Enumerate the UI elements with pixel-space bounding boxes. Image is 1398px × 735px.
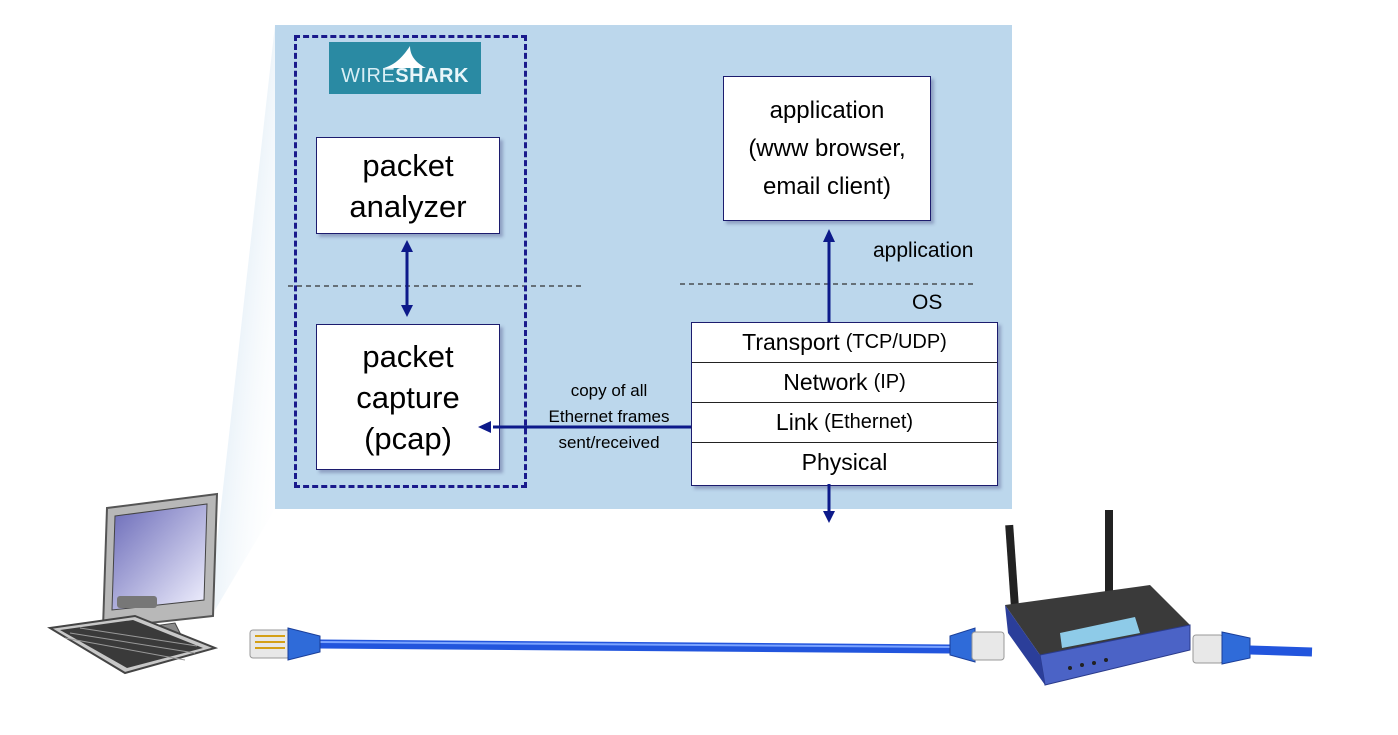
app-line3: email client) <box>762 172 892 200</box>
logo-prefix: WIRE <box>341 65 396 87</box>
rj45-router-out-icon <box>1192 631 1313 665</box>
wireshark-frame <box>294 35 527 488</box>
router-icon <box>1005 510 1191 686</box>
analyzer-line2: analyzer <box>349 188 467 224</box>
layer-network-detail: (IP) <box>873 371 906 393</box>
layer-link: Link(Ethernet) <box>692 403 997 443</box>
analyzer-line1: packet <box>362 147 454 183</box>
layer-physical: Physical <box>692 443 997 482</box>
zoom-wedge <box>215 25 275 610</box>
layer-network-name: Network <box>783 369 868 395</box>
rj45-left-icon <box>249 627 321 661</box>
layer-link-detail: (Ethernet) <box>824 411 914 433</box>
cable-highlight <box>319 641 951 648</box>
app-line2: (www browser, <box>748 134 906 162</box>
logo-suffix: SHARK <box>395 65 469 87</box>
cable-out <box>1249 645 1313 657</box>
computer-icon <box>47 492 219 675</box>
app-line1: application <box>769 96 885 124</box>
layer-transport-name: Transport <box>742 329 840 355</box>
analyzer-capture-arrow <box>401 240 413 317</box>
packet-analyzer-box: packet analyzer <box>316 137 500 234</box>
application-box: application (www browser, email client) <box>723 76 931 221</box>
layer-network: Network(IP) <box>692 363 997 403</box>
shark-fin-icon <box>384 46 426 68</box>
layer-transport: Transport(TCP/UDP) <box>692 323 997 363</box>
capture-line3: (pcap) <box>364 420 452 456</box>
copy-arrow <box>478 421 691 433</box>
physical-down-arrow <box>823 484 835 523</box>
os-label: OS <box>912 291 943 314</box>
protocol-stack: Transport(TCP/UDP) Network(IP) Link(Ethe… <box>691 322 998 486</box>
note-line2: Ethernet frames <box>548 407 670 426</box>
cable-main <box>315 639 955 654</box>
stack-to-app-arrow <box>823 229 835 322</box>
layer-transport-detail: (TCP/UDP) <box>845 331 947 353</box>
note-line1: copy of all <box>570 381 648 400</box>
capture-line1: packet <box>362 338 454 374</box>
note-line3: sent/received <box>558 433 660 452</box>
application-layer-label: application <box>873 239 974 262</box>
rj45-right-icon <box>949 627 1005 663</box>
copy-frames-note: copy of all Ethernet frames sent/receive… <box>528 378 690 456</box>
layer-link-name: Link <box>775 409 819 435</box>
capture-line2: capture <box>356 379 460 415</box>
packet-capture-box: packet capture (pcap) <box>316 324 500 470</box>
layer-physical-name: Physical <box>801 449 888 475</box>
